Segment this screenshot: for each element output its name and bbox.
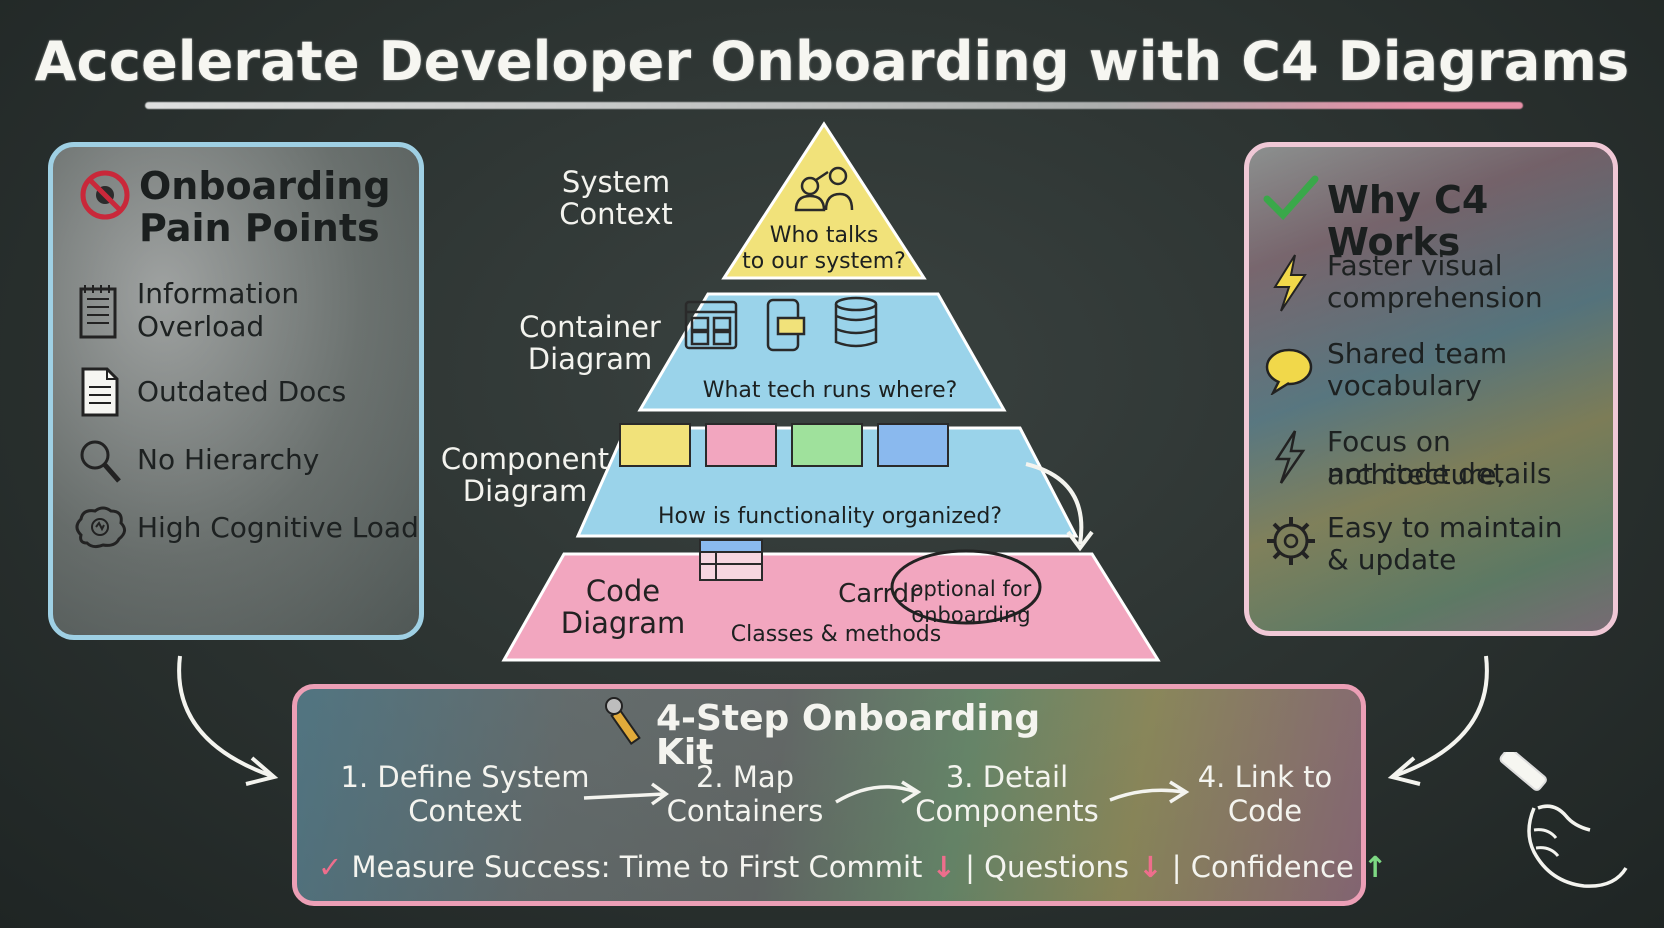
container-label-line2: Diagram bbox=[527, 342, 653, 376]
class-table-icon bbox=[699, 539, 763, 581]
pain-points-panel: Onboarding Pain Points Information Overl… bbox=[48, 142, 424, 640]
system-context-tier bbox=[721, 121, 927, 280]
lightning-icon bbox=[1273, 254, 1307, 312]
step-arrows bbox=[583, 780, 1190, 806]
component-box-green bbox=[791, 423, 863, 467]
code-note-line2: onboarding bbox=[911, 603, 1031, 627]
why-item-easy-line1: Easy to maintain bbox=[1327, 511, 1563, 544]
system-context-question-line1: Who talks bbox=[769, 223, 879, 248]
pyramid-graphic bbox=[501, 121, 1161, 662]
pain-item-cognitive: High Cognitive Load bbox=[137, 511, 419, 544]
step-4-line2: Code bbox=[1227, 794, 1303, 828]
document-icon bbox=[81, 367, 119, 417]
optional-note-ellipse bbox=[890, 549, 1042, 625]
pain-item-information-line2: Overload bbox=[137, 310, 265, 343]
component-box-yellow bbox=[619, 423, 691, 467]
checkmark-icon bbox=[1263, 175, 1319, 221]
code-label-line1: Code bbox=[585, 574, 661, 608]
component-question: How is functionality organized? bbox=[657, 504, 1003, 529]
code-caption: Carrdr bbox=[838, 579, 920, 609]
why-item-faster-line1: Faster visual bbox=[1327, 249, 1503, 282]
mobile-icon bbox=[766, 298, 806, 352]
pain-item-information-line1: Information bbox=[137, 277, 300, 310]
magnifier-icon bbox=[80, 440, 121, 483]
why-c4-title: Why C4 Works bbox=[1327, 178, 1489, 264]
overloaded-brain-icon bbox=[75, 506, 126, 549]
left-panel-arrow bbox=[177, 655, 279, 786]
wrench-icon bbox=[605, 697, 641, 746]
bolt-outline-icon bbox=[1274, 430, 1306, 484]
component-label-line2: Diagram bbox=[462, 474, 588, 508]
page-title: Accelerate Developer Onboarding with C4 … bbox=[34, 30, 1630, 93]
hand-with-chalk-icon bbox=[1499, 752, 1628, 888]
right-panel-arrow bbox=[1387, 655, 1489, 786]
measure-label: Measure Success: Time to First Commit bbox=[351, 850, 923, 884]
why-item-focus-line2: not code details bbox=[1327, 457, 1552, 490]
no-entry-icon bbox=[80, 170, 130, 220]
pain-points-title-line2: Pain Points bbox=[139, 206, 380, 250]
component-to-code-arrow bbox=[1025, 462, 1084, 545]
kit-title: 4-Step Onboarding Kit bbox=[656, 698, 1041, 773]
why-c4-panel: Why C4 Works Faster visual comprehension… bbox=[1244, 142, 1618, 636]
system-context-question-line2: to our system? bbox=[742, 249, 906, 274]
speech-bubble-icon bbox=[1265, 348, 1313, 395]
gear-icon bbox=[1267, 517, 1315, 565]
measure-success-row: ✓ Measure Success: Time to First Commit … bbox=[318, 850, 1387, 884]
metric-questions: Questions bbox=[984, 850, 1129, 884]
pain-item-hierarchy: No Hierarchy bbox=[137, 443, 320, 476]
system-context-label-line2: Context bbox=[559, 197, 673, 231]
code-subcaption: Classes & methods bbox=[730, 622, 942, 647]
pain-points-title-line1: Onboarding bbox=[139, 164, 391, 208]
code-label-line2: Diagram bbox=[560, 606, 686, 640]
onboarding-kit-panel bbox=[292, 684, 1366, 906]
separator-1: | bbox=[965, 850, 975, 884]
why-item-shared-line1: Shared team bbox=[1327, 337, 1508, 370]
step-3-line1: 3. Detail bbox=[945, 760, 1069, 794]
database-icon bbox=[834, 296, 878, 348]
pain-item-outdated: Outdated Docs bbox=[137, 375, 347, 408]
component-box-blue bbox=[877, 423, 949, 467]
step-3-line2: Components bbox=[915, 794, 1099, 828]
commit-time-down-arrow: ↓ bbox=[931, 850, 956, 884]
code-note-line1: optional for bbox=[910, 577, 1032, 601]
container-question: What tech runs where? bbox=[702, 378, 958, 403]
separator-2: | bbox=[1171, 850, 1182, 884]
why-item-easy-line2: & update bbox=[1327, 543, 1457, 576]
code-tier bbox=[501, 552, 1161, 662]
step-2-line2: Containers bbox=[666, 794, 824, 828]
why-item-focus-line1: Focus on architecture, bbox=[1327, 425, 1506, 491]
step-1-line1: 1. Define System bbox=[340, 760, 590, 794]
component-label-line1: Component bbox=[440, 442, 610, 476]
why-item-shared-line2: vocabulary bbox=[1327, 369, 1482, 402]
confidence-up-arrow: ↑ bbox=[1363, 850, 1388, 884]
title-underline bbox=[145, 102, 1523, 109]
questions-down-arrow: ↓ bbox=[1138, 850, 1163, 884]
step-1-line2: Context bbox=[408, 794, 522, 828]
container-label-line1: Container bbox=[519, 310, 661, 344]
metric-confidence: Confidence bbox=[1190, 850, 1354, 884]
step-2-line1: 2. Map bbox=[695, 760, 795, 794]
measure-check-icon: ✓ bbox=[318, 850, 343, 884]
browser-icon bbox=[684, 300, 738, 350]
system-context-label-line1: System bbox=[561, 165, 671, 199]
component-box-pink bbox=[705, 423, 777, 467]
notepad-icon bbox=[79, 285, 117, 339]
why-item-faster-line2: comprehension bbox=[1327, 281, 1543, 314]
people-icon bbox=[794, 166, 854, 212]
step-4-line1: 4. Link to bbox=[1197, 760, 1333, 794]
